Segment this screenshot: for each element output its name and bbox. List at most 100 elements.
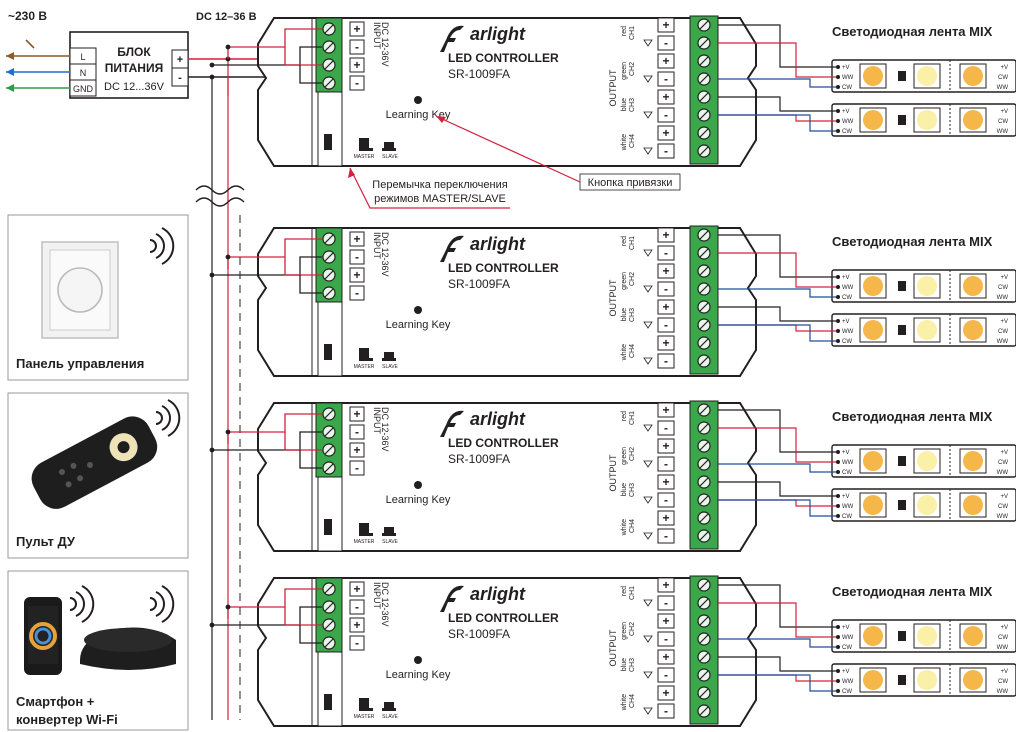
screw-terminal[interactable] (322, 232, 336, 246)
input-sign: - (355, 425, 359, 439)
screw-terminal[interactable] (322, 600, 336, 614)
screw-terminal[interactable] (697, 475, 711, 489)
channel-led-icon (643, 285, 653, 293)
strip-pin-right: WW (997, 689, 1009, 695)
screw-terminal[interactable] (322, 76, 336, 90)
screw-terminal[interactable] (322, 268, 336, 282)
screw-terminal[interactable] (697, 596, 711, 610)
slave-switch-icon[interactable] (384, 702, 394, 708)
screw-terminal[interactable] (322, 407, 336, 421)
output-sign-box (657, 89, 675, 105)
screw-terminal[interactable] (697, 300, 711, 314)
output-sign: - (664, 72, 668, 86)
screw-terminal[interactable] (697, 578, 711, 592)
strip-pin-left: CW (842, 645, 852, 651)
led-strip (831, 313, 1016, 347)
screw-terminal[interactable] (697, 18, 711, 32)
screw-terminal[interactable] (697, 54, 711, 68)
screw-terminal[interactable] (697, 354, 711, 368)
output-sign: - (664, 493, 668, 507)
master-switch-icon[interactable] (359, 138, 369, 148)
input-sign-box (349, 75, 365, 91)
screw-terminal[interactable] (697, 228, 711, 242)
screw-terminal[interactable] (697, 246, 711, 260)
brand-logo: arlight (470, 24, 526, 44)
screw-terminal[interactable] (322, 582, 336, 596)
strip-pin-left: WW (842, 119, 854, 125)
screw-terminal[interactable] (697, 511, 711, 525)
master-switch-icon[interactable] (359, 523, 369, 533)
screw-terminal[interactable] (322, 250, 336, 264)
output-sign-box (657, 263, 675, 279)
strip-pin-left: WW (842, 329, 854, 335)
screw-terminal[interactable] (697, 264, 711, 278)
strip-pin-left: +V (842, 669, 850, 675)
jumper[interactable] (324, 134, 332, 150)
channel-color: white (621, 694, 628, 711)
channel-color: white (621, 519, 628, 536)
screw-terminal[interactable] (697, 126, 711, 140)
master-switch-icon[interactable] (359, 348, 369, 358)
screw-terminal[interactable] (697, 403, 711, 417)
jumper[interactable] (324, 519, 332, 535)
master-switch-icon[interactable] (359, 698, 369, 708)
screw-terminal[interactable] (322, 40, 336, 54)
screw-terminal[interactable] (697, 439, 711, 453)
screw-terminal[interactable] (697, 36, 711, 50)
screw-terminal[interactable] (697, 90, 711, 104)
screw-terminal[interactable] (697, 457, 711, 471)
channel-color: blue (621, 483, 628, 496)
led-strip (831, 444, 1016, 478)
screw-terminal[interactable] (697, 421, 711, 435)
controller-title: LED CONTROLLER (448, 261, 559, 275)
slave-switch-icon[interactable] (384, 142, 394, 148)
channel-led-icon (643, 635, 653, 643)
screw-terminal[interactable] (697, 632, 711, 646)
slave-switch-icon[interactable] (384, 352, 394, 358)
screw-terminal[interactable] (697, 650, 711, 664)
screw-terminal[interactable] (322, 618, 336, 632)
screw-terminal[interactable] (322, 22, 336, 36)
jumper-bay (317, 301, 343, 377)
screw-terminal[interactable] (322, 461, 336, 475)
screw-terminal[interactable] (322, 636, 336, 650)
channel-name: CH4 (629, 344, 636, 358)
channel-led-icon (643, 496, 653, 504)
device-label-panel: Панель управления (16, 356, 144, 371)
output-sign: + (662, 264, 669, 278)
screw-terminal[interactable] (697, 144, 711, 158)
screw-terminal[interactable] (697, 529, 711, 543)
screw-terminal[interactable] (322, 443, 336, 457)
learning-key-button[interactable] (414, 481, 422, 489)
output-sign-box (657, 492, 675, 508)
input-range: DC 12-36V (380, 232, 390, 277)
output-sign: - (664, 704, 668, 718)
input-label: INPUT (372, 22, 382, 50)
strip-pin-right: WW (997, 470, 1009, 476)
screw-terminal[interactable] (697, 614, 711, 628)
learning-key-button[interactable] (414, 656, 422, 664)
channel-color: green (621, 62, 628, 80)
screw-terminal[interactable] (322, 425, 336, 439)
output-sign-box (657, 474, 675, 490)
learning-key-button[interactable] (414, 306, 422, 314)
screw-terminal[interactable] (697, 668, 711, 682)
jumper[interactable] (324, 694, 332, 710)
screw-terminal[interactable] (697, 108, 711, 122)
screw-terminal[interactable] (697, 686, 711, 700)
screw-terminal[interactable] (697, 336, 711, 350)
channel-led-icon (643, 39, 653, 47)
screw-terminal[interactable] (697, 72, 711, 86)
output-sign: - (664, 632, 668, 646)
jumper[interactable] (324, 344, 332, 360)
screw-terminal[interactable] (322, 58, 336, 72)
screw-terminal[interactable] (697, 704, 711, 718)
channel-led-icon (643, 147, 653, 155)
screw-terminal[interactable] (697, 282, 711, 296)
screw-terminal[interactable] (697, 318, 711, 332)
screw-terminal[interactable] (322, 286, 336, 300)
learning-key-button[interactable] (414, 96, 422, 104)
slave-switch-icon[interactable] (384, 527, 394, 533)
screw-terminal[interactable] (697, 493, 711, 507)
